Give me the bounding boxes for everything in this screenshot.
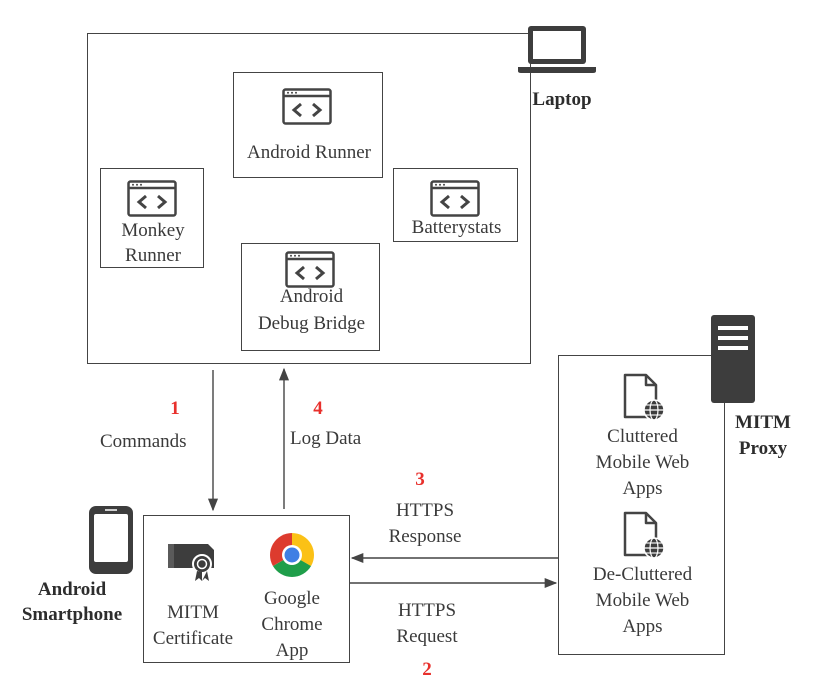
step-1-label: Commands — [100, 431, 187, 452]
chrome-icon — [270, 533, 314, 577]
step-3-label-line2: Response — [388, 526, 462, 547]
laptop-icon — [518, 26, 596, 73]
code-window-icon — [282, 88, 332, 125]
code-window-icon — [285, 251, 335, 288]
mitm-certificate-label-line2: Certificate — [152, 628, 234, 649]
monkey-runner-label-line1: Monkey — [121, 220, 185, 241]
step-2-label-line2: Request — [396, 626, 458, 647]
cluttered-label-line2: Mobile Web — [595, 452, 690, 473]
proxy-container: Cluttered Mobile Web Apps De-Cluttered M… — [558, 355, 725, 655]
cluttered-label-line3: Apps — [622, 478, 663, 499]
laptop-label: Laptop — [532, 89, 592, 110]
adb-label-line1: Android — [279, 286, 344, 307]
step-3-label-line1: HTTPS — [395, 500, 455, 521]
cluttered-label-line1: Cluttered — [607, 426, 678, 447]
mitm-certificate-label-line1: MITM — [167, 602, 219, 623]
code-window-icon — [430, 180, 480, 217]
monkey-runner-box: Monkey Runner — [100, 168, 204, 268]
step-2-number: 2 — [422, 659, 432, 680]
smartphone-label-line1: Android — [37, 579, 107, 600]
batterystats-label: Batterystats — [411, 217, 502, 238]
server-icon — [711, 315, 755, 403]
smartphone-container: MITM Certificate Google Chrome App — [143, 515, 350, 663]
step-4-number: 4 — [313, 398, 323, 419]
chrome-label-line2: Chrome — [261, 614, 323, 635]
decluttered-label-line3: Apps — [622, 616, 663, 637]
smartphone-icon — [89, 506, 133, 574]
adb-box: Android Debug Bridge — [241, 243, 380, 351]
proxy-label-line1: MITM — [735, 412, 791, 433]
web-document-icon — [623, 373, 665, 421]
proxy-label-line2: Proxy — [738, 438, 788, 459]
batterystats-box: Batterystats — [393, 168, 518, 242]
web-document-icon — [623, 511, 665, 559]
monkey-runner-label-line2: Runner — [125, 245, 181, 266]
smartphone-label-line2: Smartphone — [21, 604, 123, 625]
decluttered-label-line2: Mobile Web — [595, 590, 690, 611]
step-1-number: 1 — [170, 398, 180, 419]
adb-label-line2: Debug Bridge — [257, 313, 366, 334]
chrome-label-line3: App — [275, 640, 309, 661]
step-3-number: 3 — [415, 469, 425, 490]
android-runner-box: Android Runner — [233, 72, 383, 178]
code-window-icon — [127, 180, 177, 217]
step-4-label: Log Data — [290, 428, 362, 449]
decluttered-label-line1: De-Cluttered — [592, 564, 693, 585]
step-2-label-line1: HTTPS — [397, 600, 457, 621]
chrome-label-line1: Google — [264, 588, 320, 609]
certificate-icon — [168, 544, 214, 581]
android-runner-label: Android Runner — [246, 142, 371, 163]
